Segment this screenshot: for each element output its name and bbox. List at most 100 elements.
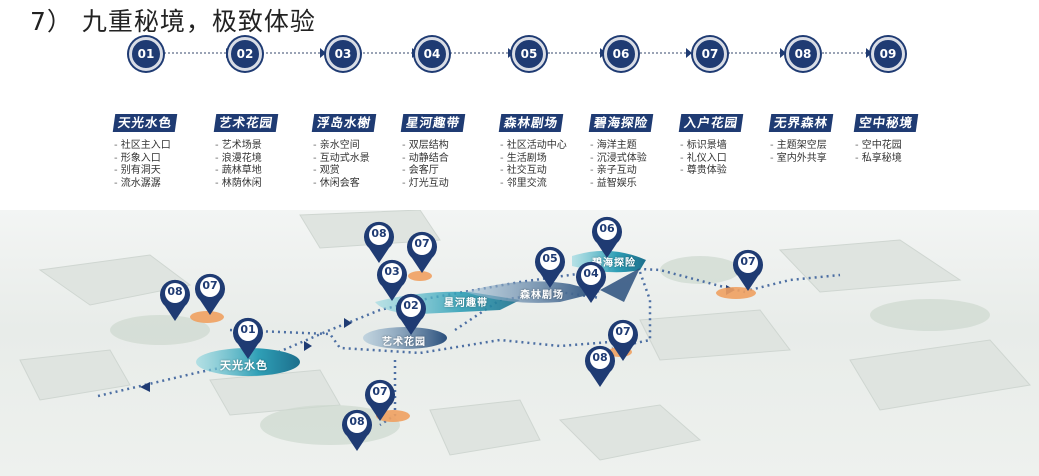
- list-item: 社区活动中心: [500, 140, 567, 153]
- map-pin-icon: [585, 345, 615, 387]
- zone-list: 主题架空层 室内外共享: [770, 140, 827, 165]
- building-blocks: [19, 210, 1031, 461]
- list-item: 会客厅: [402, 165, 449, 178]
- map-pin[interactable]: 08: [158, 278, 192, 322]
- map-pin[interactable]: 07: [606, 318, 640, 362]
- list-item: 林荫休闲: [215, 178, 262, 191]
- map-pin-icon: [160, 279, 190, 321]
- step-badge-07: 07: [693, 37, 727, 71]
- list-item: 邻里交流: [500, 178, 567, 191]
- map-label-bihai: 碧海探险: [592, 258, 636, 269]
- map-pin[interactable]: 08: [362, 220, 396, 264]
- step-badge-03: 03: [326, 37, 360, 71]
- list-item: 形象入口: [114, 153, 171, 166]
- list-item: 动静结合: [402, 153, 449, 166]
- zone-tag: 入户花园: [678, 114, 744, 132]
- zone-tag: 艺术花园: [213, 114, 279, 132]
- list-item: 灯光互动: [402, 178, 449, 191]
- zone-tag: 空中秘境: [853, 114, 919, 132]
- step-badge-08: 08: [786, 37, 820, 71]
- map-pin[interactable]: 07: [363, 378, 397, 422]
- map-pin[interactable]: 04: [574, 260, 608, 304]
- step-badge-01: 01: [129, 37, 163, 71]
- list-item: 亲水空间: [313, 140, 370, 153]
- zone-tag: 森林剧场: [498, 114, 564, 132]
- zone-tag: 天光水色: [112, 114, 178, 132]
- list-item: 生活剧场: [500, 153, 567, 166]
- map-pin-icon: [592, 216, 622, 258]
- map-label-yishu: 艺术花园: [382, 337, 426, 348]
- list-item: 双层结构: [402, 140, 449, 153]
- timeline-connector: [640, 52, 690, 54]
- map-pin[interactable]: 06: [590, 215, 624, 259]
- list-item: 私享秘境: [855, 153, 902, 166]
- timeline-connector: [360, 52, 416, 54]
- map-pin[interactable]: 05: [533, 245, 567, 289]
- map-pin[interactable]: 02: [394, 292, 428, 336]
- arrow-icon: [600, 48, 606, 58]
- map-pin-icon: [233, 317, 263, 359]
- list-item: 亲子互动: [590, 165, 647, 178]
- map-pin-icon: [195, 273, 225, 315]
- step-badge-09: 09: [871, 37, 905, 71]
- zone-list: 亲水空间 互动式水景 观赏 休闲会客: [313, 140, 370, 190]
- zone-list: 空中花园 私享秘境: [855, 140, 902, 165]
- list-item: 流水潺潺: [114, 178, 171, 191]
- map-pin-icon: [608, 319, 638, 361]
- map-pin[interactable]: 07: [731, 248, 765, 292]
- list-item: 蔬林草地: [215, 165, 262, 178]
- map-pin-icon: [407, 231, 437, 273]
- list-item: 休闲会客: [313, 178, 370, 191]
- site-map-drawing: [19, 210, 1031, 461]
- map-label-xinghe: 星河趣带: [444, 298, 488, 309]
- list-item: 主题架空层: [770, 140, 827, 153]
- step-badge-04: 04: [415, 37, 449, 71]
- timeline-connector: [822, 52, 870, 54]
- list-item: 艺术场景: [215, 140, 262, 153]
- map-pin[interactable]: 08: [583, 344, 617, 388]
- zone-list: 标识景墙 礼仪入口 尊贵体验: [680, 140, 727, 178]
- list-item: 益智娱乐: [590, 178, 647, 191]
- zone-list: 海洋主题 沉浸式体验 亲子互动 益智娱乐: [590, 140, 647, 190]
- arrow-icon: [508, 48, 514, 58]
- timeline-connector: [164, 52, 230, 54]
- zone-list: 社区活动中心 生活剧场 社交互动 邻里交流: [500, 140, 567, 190]
- step-badge-05: 05: [512, 37, 546, 71]
- map-pin-icon: [364, 221, 394, 263]
- zone-tag: 星河趣带: [400, 114, 466, 132]
- list-item: 别有洞天: [114, 165, 171, 178]
- list-item: 空中花园: [855, 140, 902, 153]
- map-pin-icon: [733, 249, 763, 291]
- zone-tag: 碧海探险: [588, 114, 654, 132]
- list-item: 浪漫花境: [215, 153, 262, 166]
- map-pin[interactable]: 07: [405, 230, 439, 274]
- map-pin[interactable]: 01: [231, 316, 265, 360]
- list-item: 社交互动: [500, 165, 567, 178]
- arrow-icon: [320, 48, 326, 58]
- step-badge-02: 02: [228, 37, 262, 71]
- map-pin[interactable]: 03: [375, 258, 409, 302]
- list-item: 社区主入口: [114, 140, 171, 153]
- list-item: 海洋主题: [590, 140, 647, 153]
- map-pin-icon: [576, 261, 606, 303]
- list-item: 沉浸式体验: [590, 153, 647, 166]
- map-pin-icon: [535, 246, 565, 288]
- timeline-connector: [262, 52, 324, 54]
- timeline-connector: [728, 52, 784, 54]
- list-item: 礼仪入口: [680, 153, 727, 166]
- timeline-connector: [548, 52, 604, 54]
- map-pin[interactable]: 07: [193, 272, 227, 316]
- map-label-senlin: 森林剧场: [520, 290, 564, 301]
- map-pin-icon: [377, 259, 407, 301]
- zone-tag: 浮岛水榭: [311, 114, 377, 132]
- zone-list: 社区主入口 形象入口 别有洞天 流水潺潺: [114, 140, 171, 190]
- map-label-tianguang: 天光水色: [220, 359, 268, 372]
- list-item: 室内外共享: [770, 153, 827, 166]
- map-pin-icon: [396, 293, 426, 335]
- timeline-connector: [450, 52, 512, 54]
- site-map: 天光水色 艺术花园 星河趣带 森林剧场 碧海探险 08 07 01 08 07 …: [0, 210, 1039, 476]
- list-item: 标识景墙: [680, 140, 727, 153]
- map-pin[interactable]: 08: [340, 408, 374, 452]
- zone-tag: 无界森林: [768, 114, 834, 132]
- list-item: 互动式水景: [313, 153, 370, 166]
